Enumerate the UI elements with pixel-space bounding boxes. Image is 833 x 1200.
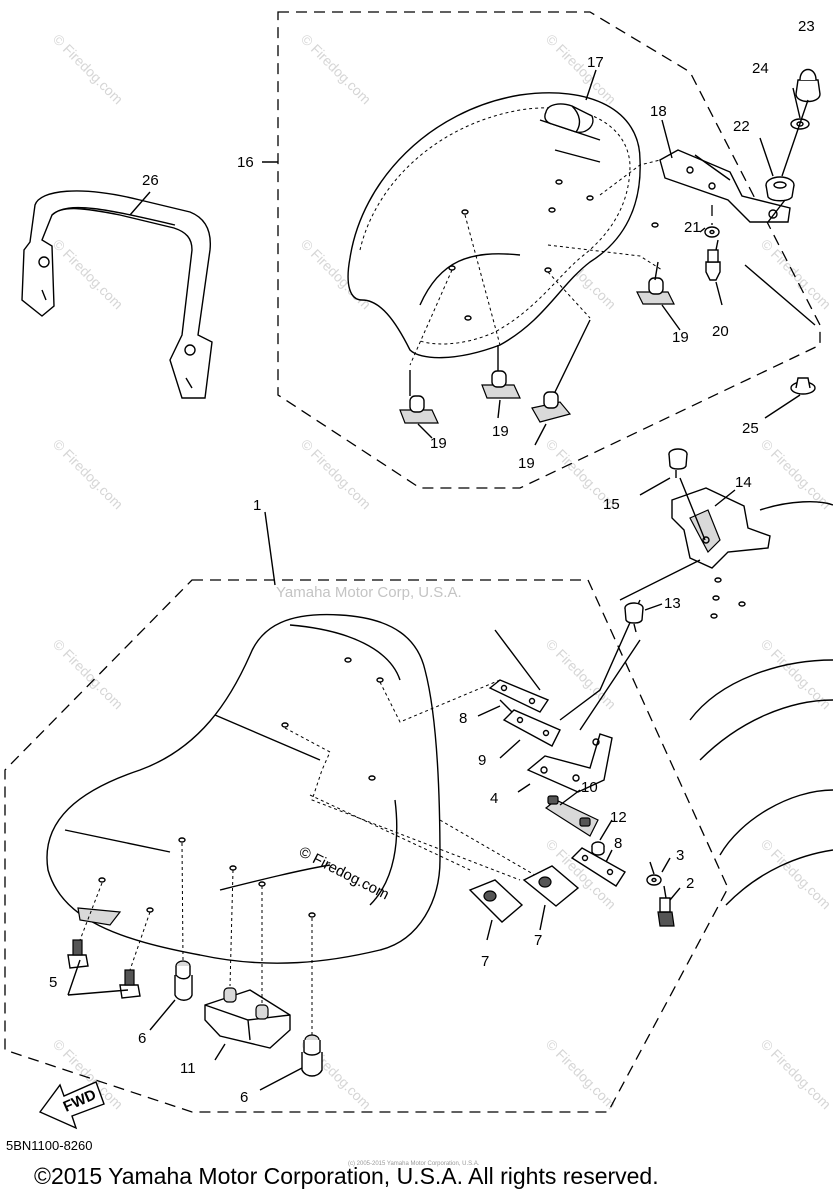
diagram-code: 5BN1100-8260	[6, 1138, 93, 1153]
label-part-23: 23	[798, 18, 815, 35]
label-part-15: 15	[603, 496, 620, 513]
collar-6-left	[174, 960, 193, 1001]
bolt-13	[624, 602, 644, 633]
lock-10	[544, 795, 599, 837]
label-part-8-upper: 8	[459, 710, 467, 727]
label-part-12: 12	[610, 809, 627, 826]
forward-arrow-icon: FWD	[38, 1081, 105, 1130]
label-part-5: 5	[49, 974, 57, 991]
label-part-25: 25	[742, 420, 759, 437]
watermark: © Firedog.com	[758, 436, 833, 512]
watermark: © Firedog.com	[50, 236, 126, 312]
label-part-4: 4	[490, 790, 498, 807]
label-part-6-right: 6	[240, 1089, 248, 1106]
seat-hook-tab	[77, 907, 122, 926]
watermark: © Firedog.com	[50, 436, 126, 512]
watermark: © Firedog.com	[298, 436, 374, 512]
label-part-2: 2	[686, 875, 694, 892]
label-part-1: 1	[253, 497, 261, 514]
backrest-frame-26	[21, 190, 213, 399]
label-part-7-right: 7	[534, 932, 542, 949]
label-part-19-c: 19	[492, 423, 509, 440]
label-part-21: 21	[684, 219, 701, 236]
center-watermark: Yamaha Motor Corp, U.S.A.	[276, 584, 462, 601]
watermark: © Firedog.com	[758, 236, 833, 312]
bracket-4	[526, 733, 613, 793]
copyright-footer: ©2015 Yamaha Motor Corporation, U.S.A. A…	[34, 1163, 659, 1189]
bolt-5-right	[119, 969, 141, 999]
label-part-3: 3	[676, 847, 684, 864]
label-part-6-left: 6	[138, 1030, 146, 1047]
leader-lines-mid	[579, 477, 833, 731]
rider-seat	[46, 613, 441, 964]
label-part-7-left: 7	[481, 953, 489, 970]
watermark: © Firedog.com	[543, 1036, 619, 1112]
damper-7-right	[522, 865, 580, 907]
frame-sketch-right	[689, 659, 833, 906]
label-part-14: 14	[735, 474, 752, 491]
collar-12	[591, 841, 605, 856]
damper-7-left	[468, 879, 524, 923]
leader-lines-upper	[694, 99, 816, 326]
label-part-19-a: 19	[672, 329, 689, 346]
plate-9	[502, 709, 561, 747]
hidden-lines-seat	[284, 679, 541, 881]
damper-25	[790, 377, 816, 395]
label-part-8-lower: 8	[614, 835, 622, 852]
bolt-20	[705, 249, 721, 281]
label-part-20: 20	[712, 323, 729, 340]
plate-8-upper	[488, 679, 550, 713]
collar-6-right	[301, 1034, 323, 1077]
nut-19-d	[531, 391, 572, 423]
bolt-5-left	[67, 939, 89, 969]
label-part-24: 24	[752, 60, 769, 77]
label-part-10: 10	[581, 779, 598, 796]
watermark: © Firedog.com	[758, 1036, 833, 1112]
assembly-16-outline	[277, 11, 821, 489]
nut-19-a	[636, 277, 675, 305]
collar-22	[765, 176, 795, 202]
cap-nut-23	[795, 68, 821, 103]
label-part-18: 18	[650, 103, 667, 120]
label-part-9: 9	[478, 752, 486, 769]
bracket-14	[671, 487, 771, 569]
bolt-15	[668, 448, 688, 478]
washer-21	[704, 226, 720, 238]
label-part-11: 11	[180, 1060, 196, 1077]
passenger-seat	[347, 92, 659, 359]
label-part-13: 13	[664, 595, 681, 612]
washer-3	[646, 874, 662, 886]
watermark: © Firedog.com	[298, 31, 374, 107]
plate-8-lower	[570, 847, 626, 887]
label-part-16: 16	[237, 154, 254, 171]
nut-19-c	[481, 370, 521, 399]
leader-lines-nuts-19	[409, 261, 659, 396]
label-part-17: 17	[587, 54, 604, 71]
tiny-copyright-notice: (c) 2005-2015 Yamaha Motor Corporation, …	[348, 1161, 480, 1167]
label-part-26: 26	[142, 172, 159, 189]
label-part-22: 22	[733, 118, 750, 135]
watermark: © Firedog.com	[758, 836, 833, 912]
label-part-19-d: 19	[518, 455, 535, 472]
bracket-11	[204, 987, 291, 1049]
label-leaders	[129, 69, 801, 1091]
nut-19-b	[399, 395, 439, 424]
assembly-1-outline	[4, 579, 729, 1113]
label-part-19-b: 19	[430, 435, 447, 452]
watermark: © Firedog.com	[50, 31, 126, 107]
bolt-2	[657, 897, 675, 927]
leader-lines-5	[67, 959, 129, 996]
watermark: © Firedog.com	[50, 636, 126, 712]
